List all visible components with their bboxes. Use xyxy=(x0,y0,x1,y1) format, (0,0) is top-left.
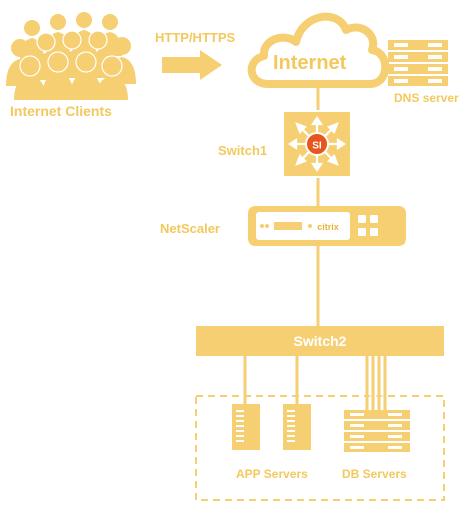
switch1-label: Switch1 xyxy=(218,143,267,158)
db-connection-lines xyxy=(365,356,387,411)
dns-label: DNS server xyxy=(394,91,459,105)
db-servers-label: DB Servers xyxy=(342,467,407,481)
netscaler-brand: citrix xyxy=(317,222,339,232)
app-servers-label: APP Servers xyxy=(236,467,308,481)
server-rack-icon xyxy=(388,40,448,86)
server-group-frame xyxy=(195,395,445,501)
internet-label: Internet xyxy=(273,52,347,74)
clients-label: Internet Clients xyxy=(10,103,112,119)
switch-icon xyxy=(284,112,350,176)
netscaler-label: NetScaler xyxy=(160,221,220,236)
tower-server-icon xyxy=(232,404,260,450)
switch1-badge: SI xyxy=(312,141,322,152)
cloud-icon xyxy=(247,12,390,88)
protocol-label: HTTP/HTTPS xyxy=(155,30,235,45)
db-connection-highlight xyxy=(369,356,383,411)
tower-server-icon xyxy=(283,404,311,450)
people-group-icon xyxy=(6,12,136,100)
appliance-icon xyxy=(248,206,406,246)
server-connection-lines xyxy=(243,356,299,405)
switch2-bar xyxy=(196,326,444,356)
arrow-right-icon xyxy=(162,50,222,80)
rack-server-icon xyxy=(344,410,410,452)
switch2-label: Switch2 xyxy=(294,333,347,349)
